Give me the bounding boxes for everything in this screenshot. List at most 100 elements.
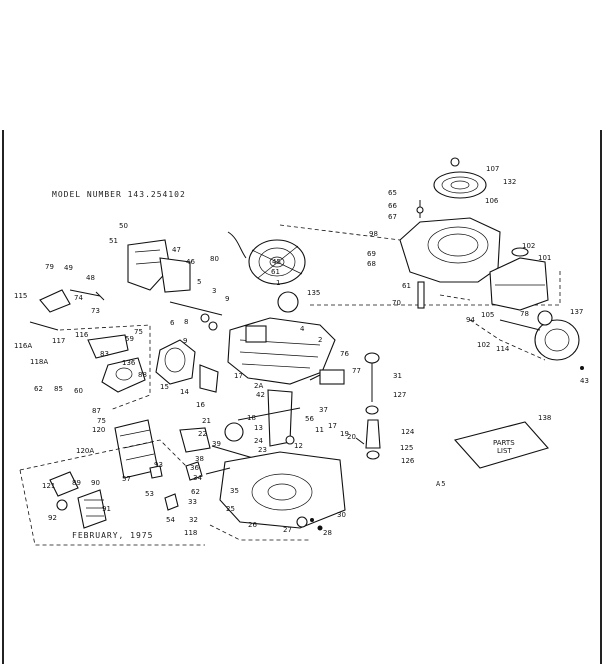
part-number-19: 19 xyxy=(340,430,349,438)
part-number-4: 4 xyxy=(300,325,305,333)
part-number-62: 62 xyxy=(34,385,43,393)
part-number-35: 35 xyxy=(230,487,239,495)
part-number-9a: 9 xyxy=(225,295,229,303)
part-number-13: 13 xyxy=(254,424,263,432)
part-number-37: 37 xyxy=(319,406,328,414)
part-number-120a: 120A xyxy=(76,447,94,455)
part-number-62b: 62 xyxy=(191,488,200,496)
part-number-90: 90 xyxy=(91,479,100,487)
part-number-56: 56 xyxy=(305,415,314,423)
part-number-16: 16 xyxy=(196,401,205,409)
part-number-121: 121 xyxy=(42,482,55,490)
part-number-34: 34 xyxy=(193,474,202,482)
flywheel xyxy=(227,231,306,313)
part-number-65: 65 xyxy=(388,189,397,197)
part-number-89: 89 xyxy=(72,479,81,487)
part-number-26: 26 xyxy=(248,521,257,529)
part-number-92: 92 xyxy=(48,514,57,522)
part-number-9b: 9 xyxy=(183,337,187,345)
page-edge-right xyxy=(600,130,602,664)
part-number-20: 20 xyxy=(347,433,356,441)
governor-linkage xyxy=(29,289,365,511)
part-number-14: 14 xyxy=(180,388,189,396)
part-number-51: 51 xyxy=(109,237,118,245)
part-number-101: 101 xyxy=(538,254,551,262)
part-number-18: 18 xyxy=(247,414,256,422)
part-number-23: 23 xyxy=(258,446,267,454)
part-number-61b: 61 xyxy=(271,268,280,276)
part-number-33: 33 xyxy=(188,498,197,506)
part-number-8: 8 xyxy=(184,318,188,326)
model-number-label: MODEL NUMBER 143.254102 xyxy=(52,190,186,199)
part-number-57: 57 xyxy=(122,475,131,483)
engine-base xyxy=(209,451,346,541)
parts-list-booklet: PARTS LIST xyxy=(453,421,549,469)
part-number-79: 79 xyxy=(45,263,54,271)
part-number-12: 12 xyxy=(294,442,303,450)
part-number-67: 67 xyxy=(388,213,397,221)
part-number-94: 94 xyxy=(466,316,475,324)
page-edge-left xyxy=(2,130,4,664)
recoil-starter xyxy=(469,310,584,370)
part-number-2: 2 xyxy=(318,336,322,344)
part-number-120: 120 xyxy=(92,426,105,434)
part-number-127: 127 xyxy=(393,391,406,399)
part-number-68: 68 xyxy=(367,260,376,268)
booklet-label-2: LIST xyxy=(497,447,512,455)
cylinder-block xyxy=(227,317,336,385)
part-number-5: 5 xyxy=(197,278,201,286)
part-number-125: 125 xyxy=(400,444,413,452)
part-number-42: 42 xyxy=(256,391,265,399)
part-number-53: 53 xyxy=(145,490,154,498)
part-number-126: 126 xyxy=(401,457,415,465)
part-number-46: 46 xyxy=(186,258,195,266)
part-number-11: 11 xyxy=(315,426,324,434)
part-number-91: 91 xyxy=(102,505,111,513)
fuel-tank xyxy=(489,247,549,311)
air-filter xyxy=(49,471,107,529)
part-number-6: 6 xyxy=(170,319,175,327)
part-number-75b: 75 xyxy=(97,417,106,425)
part-number-136: 136 xyxy=(122,359,136,367)
part-number-25: 25 xyxy=(226,505,235,513)
part-number-21: 21 xyxy=(202,417,211,425)
part-number-17: 17 xyxy=(234,372,243,380)
part-number-88: 88 xyxy=(138,371,147,379)
part-number-22: 22 xyxy=(198,430,207,438)
part-number-116: 116 xyxy=(75,331,89,339)
part-number-59: 59 xyxy=(125,335,134,343)
part-number-17b: 17 xyxy=(328,422,337,430)
part-number-83: 83 xyxy=(100,350,109,358)
part-number-24: 24 xyxy=(254,437,263,445)
part-number-2a: 2A xyxy=(254,382,263,390)
part-number-50: 50 xyxy=(119,222,128,230)
part-number-118: 118 xyxy=(184,529,197,537)
part-number-30: 30 xyxy=(337,511,346,519)
date-label: FEBRUARY, 1975 xyxy=(72,531,154,540)
part-number-45: 45 xyxy=(272,258,281,266)
part-number-28: 28 xyxy=(323,529,332,537)
booklet-label: PARTS xyxy=(493,439,515,447)
part-number-102: 102 xyxy=(522,242,535,250)
part-number-60: 60 xyxy=(74,387,83,395)
part-number-66: 66 xyxy=(388,202,397,210)
part-number-105: 105 xyxy=(481,311,494,319)
muffler xyxy=(19,419,211,546)
part-number-106a: 106 xyxy=(485,197,499,205)
part-number-116a: 116A xyxy=(14,342,32,350)
part-number-138: 138 xyxy=(538,414,551,422)
part-number-93: 93 xyxy=(154,461,163,469)
part-number-78: 78 xyxy=(520,310,529,318)
part-number-117: 117 xyxy=(52,337,65,345)
part-number-115: 115 xyxy=(14,292,27,300)
part-number-47: 47 xyxy=(172,246,181,254)
part-number-43: 43 xyxy=(580,377,589,385)
part-number-69: 69 xyxy=(367,250,376,258)
part-number-38: 38 xyxy=(195,455,204,463)
part-number-32: 32 xyxy=(189,516,198,524)
part-number-77: 77 xyxy=(352,367,361,375)
part-number-39: 39 xyxy=(212,440,221,448)
